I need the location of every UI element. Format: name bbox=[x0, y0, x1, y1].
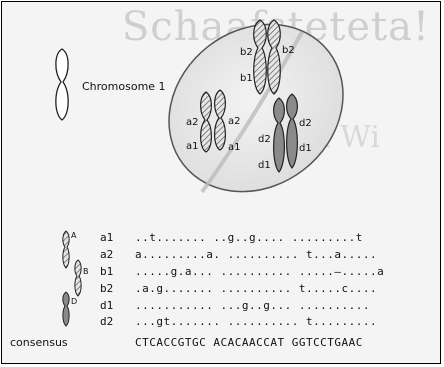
sequence-row-d2: ...gt....... .......... t......... bbox=[135, 315, 377, 328]
label-a2-right: a2 bbox=[228, 116, 241, 127]
sequence-row-d1: ........... ...g..g... .......... bbox=[135, 299, 370, 312]
row-label-a2: a2 bbox=[100, 248, 113, 261]
label-d2-left: d2 bbox=[258, 134, 271, 145]
consensus-label: consensus bbox=[10, 336, 68, 349]
label-d2-right: d2 bbox=[299, 118, 312, 129]
consensus-sequence: CTCACCGTGC ACACAACCAT GGTCCTGAAC bbox=[135, 336, 363, 349]
small-chromosome-a-icon bbox=[63, 231, 69, 268]
label-d1-right: d1 bbox=[299, 143, 312, 154]
label-a1-left: a1 bbox=[186, 141, 199, 152]
row-label-a1: a1 bbox=[100, 231, 113, 244]
label-d1-left: d1 bbox=[258, 160, 271, 171]
small-tag-d: D bbox=[71, 297, 77, 306]
label-b1-left: b1 bbox=[240, 73, 253, 84]
sequence-row-b2: .a.g....... .......... t.....c.... bbox=[135, 282, 377, 295]
small-tag-b: B bbox=[83, 267, 89, 276]
label-a2-left: a2 bbox=[186, 117, 199, 128]
label-a1-right: a1 bbox=[228, 142, 241, 153]
row-label-d2: d2 bbox=[100, 315, 113, 328]
chromosome-1-icon bbox=[56, 49, 68, 120]
chromosome-1-label: Chromosome 1 bbox=[82, 80, 166, 93]
label-b2-left: b2 bbox=[240, 47, 253, 58]
sequence-row-b1: .....g.a... .......... .....–.....a bbox=[135, 265, 384, 278]
row-label-b2: b2 bbox=[100, 282, 113, 295]
small-chromosome-b-icon bbox=[75, 260, 81, 296]
label-b2-right: b2 bbox=[282, 45, 295, 56]
small-tag-a: A bbox=[71, 231, 77, 240]
small-chromosome-d-icon bbox=[63, 292, 69, 326]
sequence-row-a1: ..t....... ..g..g.... .........t bbox=[135, 231, 363, 244]
row-label-d1: d1 bbox=[100, 299, 113, 312]
sequence-row-a2: a.........a. .......... t...a..... bbox=[135, 248, 377, 261]
row-label-b1: b1 bbox=[100, 265, 113, 278]
